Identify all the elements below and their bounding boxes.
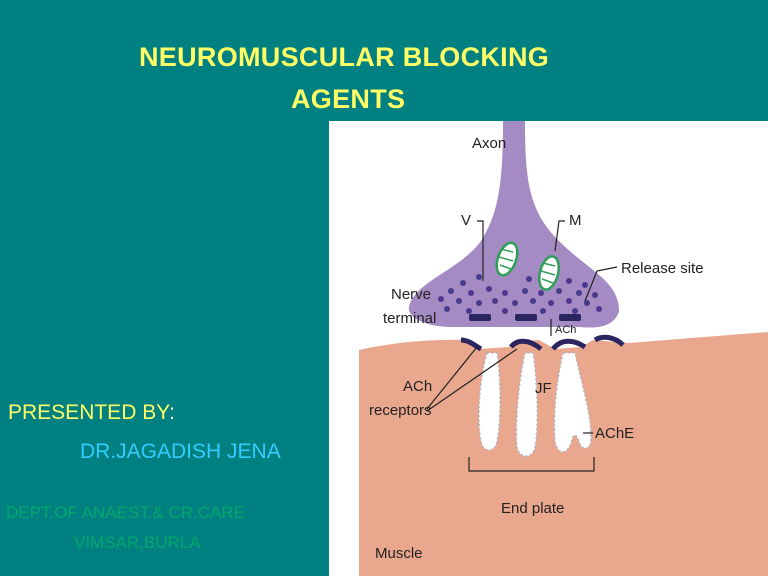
label-ache: AChE bbox=[595, 425, 634, 442]
label-axon: Axon bbox=[472, 135, 506, 152]
active-zone-3 bbox=[559, 314, 581, 321]
mitochondrion-2-cristae bbox=[540, 262, 556, 284]
department-text: DEPT.OF ANAEST.& CR.CARE bbox=[6, 503, 245, 522]
junctional-fold-3 bbox=[553, 352, 592, 453]
label-muscle: Muscle bbox=[375, 545, 423, 562]
active-zone-1 bbox=[469, 314, 491, 321]
label-nerve: Nerve bbox=[391, 286, 431, 303]
institution-text: VIMSAR,BURLA bbox=[74, 533, 201, 552]
presenter-name: DR.JAGADISH JENA bbox=[80, 440, 281, 463]
synaptic-vesicles bbox=[438, 274, 602, 314]
leader-lines bbox=[426, 220, 618, 472]
nmj-diagram: Axon V M Release site Nerve terminal ACh… bbox=[359, 121, 768, 576]
label-v: V bbox=[461, 212, 471, 229]
nerve-terminal bbox=[408, 121, 619, 328]
muscle-tissue bbox=[359, 332, 768, 576]
presented-by-label: PRESENTED BY: bbox=[8, 401, 175, 425]
slide-title-line2: AGENTS bbox=[291, 84, 406, 114]
slide-title-line1: NEUROMUSCULAR BLOCKING bbox=[139, 42, 550, 72]
label-end-plate: End plate bbox=[501, 500, 564, 517]
end-plate-surface bbox=[460, 334, 625, 352]
mitochondrion-1-cristae bbox=[498, 248, 514, 270]
label-m: M bbox=[569, 212, 582, 229]
label-receptors: receptors bbox=[369, 402, 432, 419]
label-ach-small: ACh bbox=[555, 324, 576, 336]
neuromuscular-junction-figure: Axon V M Release site Nerve terminal ACh… bbox=[329, 121, 768, 576]
label-ach: ACh bbox=[403, 378, 432, 395]
active-zone-2 bbox=[515, 314, 537, 321]
label-terminal: terminal bbox=[383, 310, 436, 327]
junctional-fold-2 bbox=[515, 352, 538, 457]
junctional-fold-1 bbox=[478, 352, 501, 451]
presented-by-colon: : bbox=[169, 401, 175, 424]
label-release-site: Release site bbox=[621, 260, 704, 277]
presented-by-text: PRESENTED BY bbox=[8, 401, 170, 424]
label-jf: JF bbox=[535, 380, 552, 397]
